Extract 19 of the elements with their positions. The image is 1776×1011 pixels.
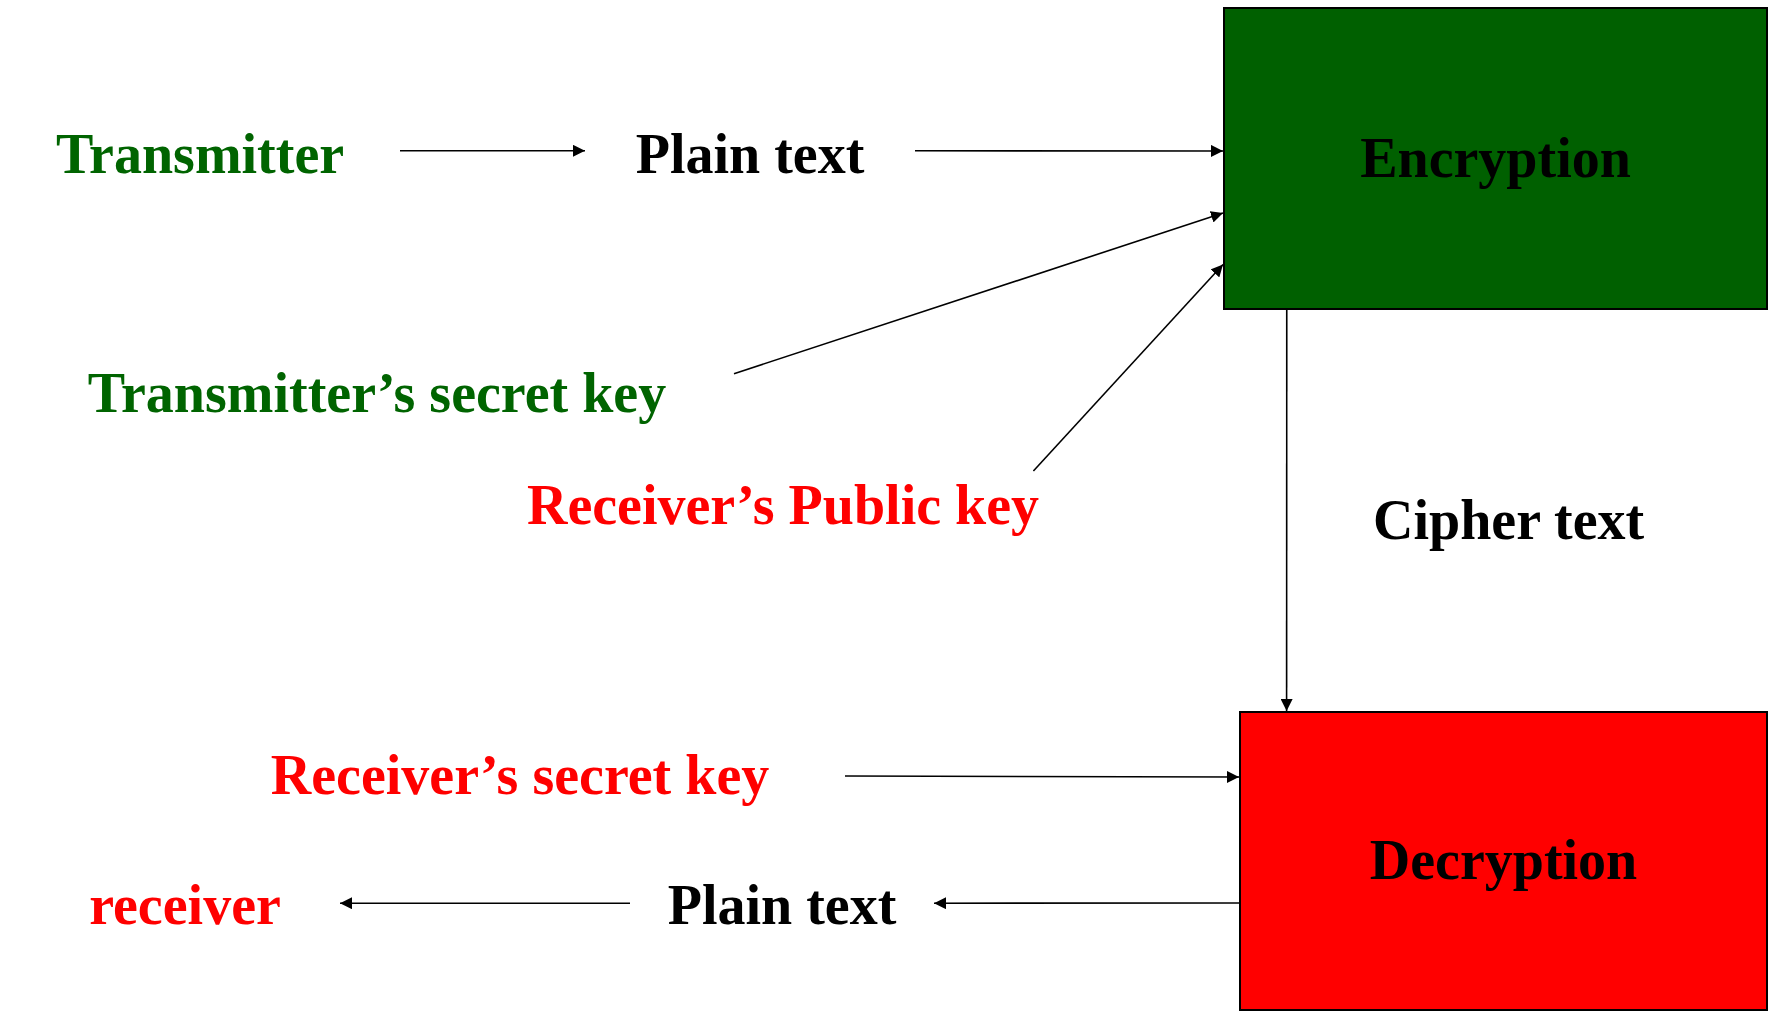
node-label: Plain text bbox=[667, 875, 897, 937]
process-box bbox=[1223, 7, 1768, 310]
arrow bbox=[844, 770, 1240, 783]
node-label: Transmitter’s secret key bbox=[87, 363, 667, 425]
node-label: Encryption bbox=[1360, 127, 1631, 190]
arrow bbox=[1032, 263, 1224, 472]
node-label: Receiver’s secret key bbox=[270, 745, 770, 807]
process-box bbox=[1239, 711, 1768, 1011]
node-label: Transmitter bbox=[55, 124, 345, 186]
arrow bbox=[339, 897, 631, 910]
node-label: receiver bbox=[89, 875, 281, 937]
arrow bbox=[399, 144, 586, 157]
arrow bbox=[933, 897, 1240, 910]
node-label: Receiver’s Public key bbox=[526, 475, 1040, 537]
arrow bbox=[733, 211, 1224, 375]
arrow bbox=[1280, 309, 1293, 712]
arrow bbox=[914, 144, 1224, 157]
node-label: Decryption bbox=[1369, 830, 1638, 892]
node-label: Plain text bbox=[635, 124, 865, 186]
